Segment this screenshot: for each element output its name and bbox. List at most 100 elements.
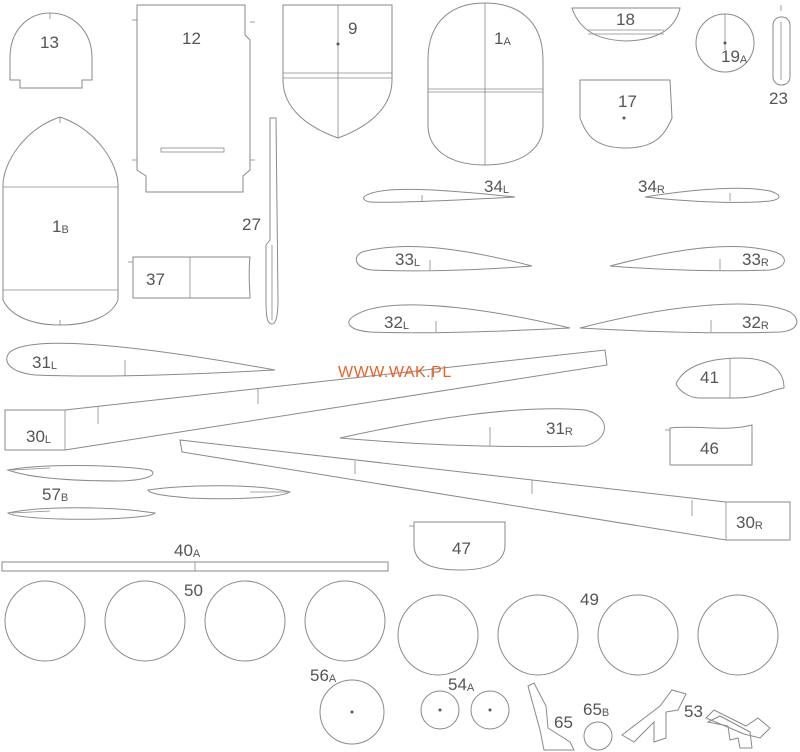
svg-text:1A: 1A [494,29,511,48]
part-65b: 65B [583,700,613,751]
part-9-number: 9 [348,19,357,38]
svg-text:30L: 30L [26,427,51,446]
svg-text:13: 13 [40,33,59,52]
part-33r: 33R [609,245,785,272]
part-30l: 30L [4,349,608,451]
part-41-number: 41 [700,368,719,387]
part-50-number: 50 [184,581,203,600]
svg-text:33R: 33R [742,250,769,269]
svg-text:57B: 57B [42,485,68,504]
part-37: 37 [128,256,251,299]
svg-text:32R: 32R [742,313,769,332]
part-56a-suffix: A [329,673,337,685]
part-50: 50 [4,580,386,662]
part-65b-suffix: B [602,707,609,719]
part-1b-suffix: B [61,224,68,236]
part-34l-number: 34 [484,177,503,196]
part-57b: 57B [6,465,292,520]
svg-text:18: 18 [616,10,635,29]
part-31r-number: 31 [546,419,565,438]
part-31l-suffix: L [51,360,57,372]
part-32r-number: 32 [742,313,761,332]
part-23: 23 [769,5,791,108]
svg-text:49: 49 [580,590,599,609]
part-30r-suffix: R [755,520,763,532]
part-57b-suffix: B [61,492,68,504]
svg-text:9: 9 [348,19,357,38]
part-32l: 32L [348,304,571,334]
part-49: 49 [397,590,779,676]
part-40a: 40A [1,541,389,572]
part-9: 9 [282,4,393,139]
part-1a: 1A [427,2,544,166]
svg-text:23: 23 [769,89,788,108]
part-53-number: 53 [684,702,703,721]
part-27-number: 27 [242,215,261,234]
part-65: 65 [527,682,575,751]
part-54a-number: 54 [448,675,467,694]
part-1a-suffix: A [503,36,511,48]
part-65b-number: 65 [583,700,602,719]
part-33l-number: 33 [395,250,414,269]
svg-text:17: 17 [618,92,637,111]
svg-text:12: 12 [182,29,201,48]
part-17: 17 [579,79,673,149]
part-65-number: 65 [554,713,573,732]
part-31r-suffix: R [565,426,573,438]
svg-text:41: 41 [700,368,719,387]
part-33r-suffix: R [761,257,769,269]
part-31l-number: 31 [32,353,51,372]
part-18: 18 [571,7,681,42]
part-33r-number: 33 [742,250,761,269]
svg-text:34R: 34R [638,177,665,196]
part-1b-number: 1 [52,217,61,236]
part-19a: 19A [695,13,755,73]
part-49-number: 49 [580,590,599,609]
svg-text:34L: 34L [484,177,509,196]
part-32r: 32R [579,303,798,334]
svg-text:19A: 19A [721,47,748,66]
part-47: 47 [409,521,506,571]
svg-text:65B: 65B [583,700,609,719]
part-1b: 1B [2,116,119,326]
part-54a-suffix: A [467,682,475,694]
part-54a: 54A [420,675,510,730]
svg-text:31R: 31R [546,419,573,438]
part-47-number: 47 [452,539,471,558]
svg-text:31L: 31L [32,353,57,372]
part-34l-suffix: L [503,184,509,196]
part-40a-number: 40 [174,541,193,560]
part-33l-suffix: L [414,257,420,269]
part-30l-number: 30 [26,427,45,446]
part-34r-suffix: R [657,184,665,196]
part-12: 12 [132,4,255,193]
svg-text:50: 50 [184,581,203,600]
svg-text:54A: 54A [448,675,475,694]
svg-text:37: 37 [146,270,165,289]
part-18-number: 18 [616,10,635,29]
part-27: 27 [242,117,279,325]
part-40a-suffix: A [193,548,201,560]
part-34l: 34L [363,177,516,203]
svg-text:40A: 40A [174,541,201,560]
part-30l-suffix: L [45,434,51,446]
part-41: 41 [675,357,785,399]
part-19a-number: 19 [721,47,740,66]
part-23-number: 23 [769,89,788,108]
part-46: 46 [665,424,753,466]
part-46-number: 46 [700,439,719,458]
part-34r-number: 34 [638,177,657,196]
part-31l: 31L [6,342,276,377]
svg-text:47: 47 [452,539,471,558]
part-56a-number: 56 [310,666,329,685]
part-32r-suffix: R [761,320,769,332]
part-37-number: 37 [146,270,165,289]
svg-text:65: 65 [554,713,573,732]
watermark-text: WWW.WAK.PL [338,364,452,381]
part-57b-number: 57 [42,485,61,504]
part-12-number: 12 [182,29,201,48]
part-32l-suffix: L [403,320,409,332]
part-13: 13 [9,12,93,89]
part-19a-suffix: A [740,54,748,66]
part-13-number: 13 [40,33,59,52]
